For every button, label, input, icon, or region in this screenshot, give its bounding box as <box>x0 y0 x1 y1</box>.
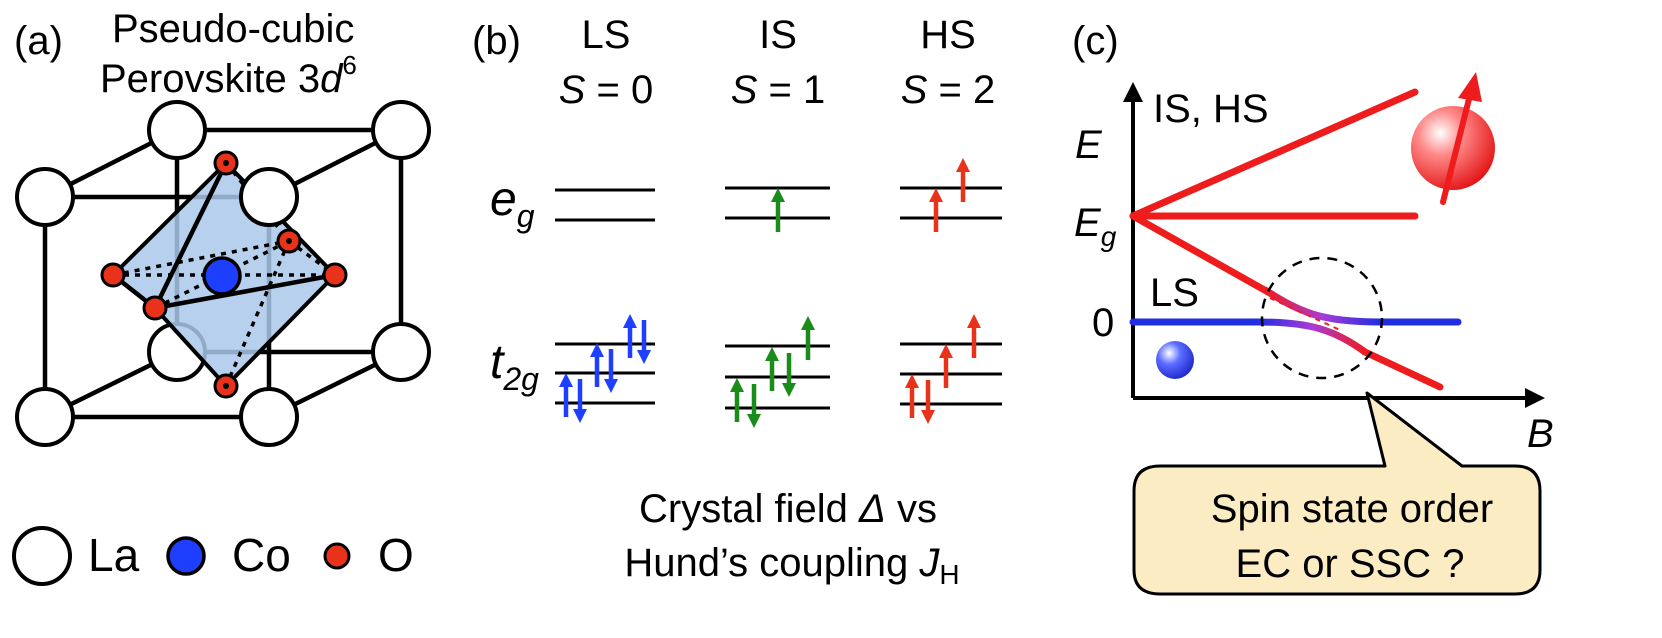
panel-c: (c) E B IS, HS Eg 0 LS Spin state order … <box>1072 19 1554 596</box>
spin-up-arrow-is <box>765 347 779 391</box>
la-atom <box>239 387 299 447</box>
low-spin-ball-icon <box>1156 341 1194 379</box>
spin-up-arrow-is <box>771 188 785 232</box>
legend-co-swatch <box>166 536 206 576</box>
state-name-ls: LS <box>582 13 631 57</box>
eg-label: eg <box>490 173 535 234</box>
spin-down-arrow-is <box>747 384 761 428</box>
spin-down-arrow-ls <box>604 349 618 393</box>
anticrossing-lower-branch <box>1254 318 1369 356</box>
spin-down-arrow-hs <box>921 380 935 424</box>
state-name-is: IS <box>759 13 797 57</box>
legend-o-swatch <box>323 542 351 570</box>
t2g-label: t2g <box>490 336 539 397</box>
callout-line1: Spin state order <box>1211 487 1493 531</box>
hs-energy-line <box>1129 88 1419 220</box>
callout-line2: EC or SSC ? <box>1236 542 1465 586</box>
la-atom <box>371 322 431 382</box>
legend-la-swatch <box>12 526 72 586</box>
caption-line1: Crystal field Δ vs <box>639 487 937 531</box>
spin-value-is: S = 1 <box>731 68 826 112</box>
spin-up-arrow-hs <box>967 314 981 358</box>
x-axis-label: B <box>1527 412 1554 456</box>
y-axis-label: E <box>1075 123 1103 167</box>
spin-up-arrow-is <box>730 378 744 422</box>
spin-up-arrow-ls <box>590 343 604 387</box>
panel-a: (a) Pseudo-cubic Perovskite 3d6 <box>12 7 431 586</box>
panel-b-label: (b) <box>472 19 521 63</box>
spin-value-ls: S = 0 <box>559 68 654 112</box>
la-atom <box>371 100 431 160</box>
spin-down-arrow-is <box>782 353 796 397</box>
spin-down-arrow-ls <box>573 379 587 423</box>
spin-up-arrow-ls <box>623 314 637 358</box>
panel-b: (b) LS IS HS S = 0 S = 1 S = 2 eg t2g <box>472 13 1002 590</box>
panel-a-label: (a) <box>14 19 63 63</box>
crossing-guide-line <box>1269 297 1341 331</box>
state-name-hs: HS <box>920 13 976 57</box>
spin-up-arrow-hs <box>905 374 919 418</box>
panel-a-title-line2: Perovskite 3d6 <box>100 50 357 101</box>
lower-branch-tail <box>1361 348 1444 391</box>
high-spin-ball-icon <box>1411 72 1495 205</box>
spin-up-arrow-hs <box>929 188 943 232</box>
o-atoms <box>100 150 348 399</box>
eg-energy-label: Eg <box>1074 201 1117 252</box>
la-atom <box>15 167 75 227</box>
zero-label: 0 <box>1092 301 1114 345</box>
spin-down-arrow-ls <box>637 320 651 364</box>
spin-up-arrow-hs <box>956 158 970 202</box>
spin-up-arrow-is <box>801 316 815 360</box>
co-atom-center <box>202 256 242 296</box>
descending-energy-line <box>1129 212 1272 296</box>
legend-o-label: O <box>378 529 414 581</box>
spin-up-arrow-hs <box>939 344 953 388</box>
spin-value-hs: S = 2 <box>901 68 996 112</box>
anticrossing-highlight-circle <box>1260 256 1384 380</box>
atom-legend: La Co O <box>12 526 414 586</box>
legend-la-label: La <box>88 529 140 581</box>
is-hs-label: IS, HS <box>1153 87 1269 131</box>
spin-arrows <box>559 158 981 428</box>
anticrossing-upper-branch <box>1261 286 1384 326</box>
la-atom <box>239 167 299 227</box>
ls-label: LS <box>1150 271 1199 315</box>
la-atom <box>15 387 75 447</box>
spin-up-arrow-ls <box>559 373 573 417</box>
callout-bubble: Spin state order EC or SSC ? <box>1132 391 1542 596</box>
la-atom <box>147 100 207 160</box>
caption-line2: Hund’s coupling JH <box>624 541 959 590</box>
t2g-levels <box>555 342 1002 410</box>
legend-co-label: Co <box>232 529 291 581</box>
panel-c-label: (c) <box>1072 19 1119 63</box>
panel-a-title-line1: Pseudo-cubic <box>112 7 354 51</box>
